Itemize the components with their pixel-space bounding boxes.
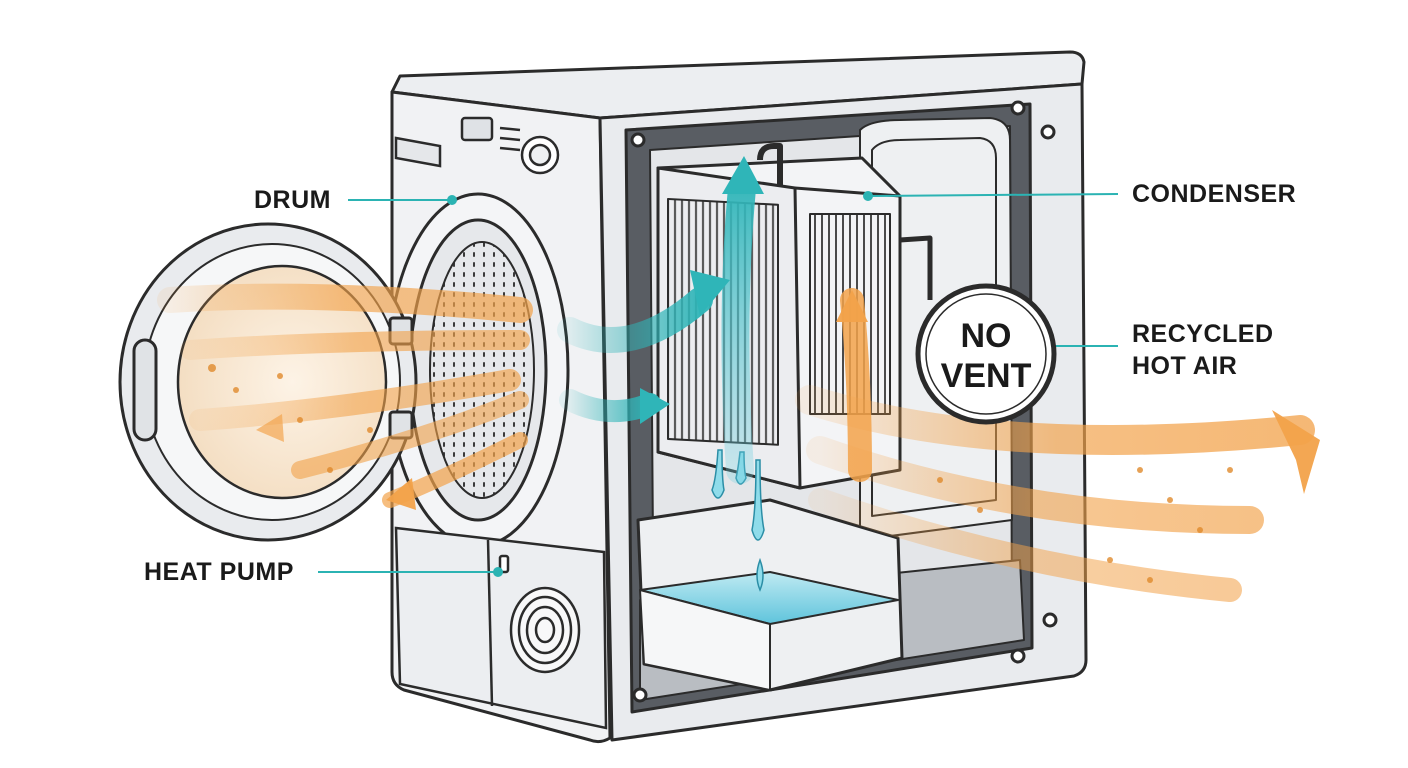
- no-vent-badge-text: NO VENT: [926, 316, 1046, 396]
- hot-air-arrowheads: [256, 290, 1320, 510]
- leader-lines: [318, 191, 1119, 577]
- water-tank-icon: [636, 498, 904, 692]
- screws: [630, 100, 1058, 703]
- label-recycled-hot-air-line-1: RECYCLED: [1132, 320, 1274, 348]
- lint-particles: [208, 364, 1233, 583]
- heat-pump-housing: [394, 526, 608, 730]
- door-icon: [118, 222, 418, 542]
- label-recycled-hot-air-line-2: HOT AIR: [1132, 352, 1238, 380]
- no-vent-badge: [915, 283, 1057, 425]
- label-drum: DRUM: [254, 186, 331, 214]
- control-display-icon: [460, 116, 494, 142]
- fan-grille-icon: [509, 586, 581, 674]
- label-heat-pump: HEAT PUMP: [144, 558, 294, 586]
- control-panel: [394, 116, 560, 175]
- no-vent-line-2: VENT: [940, 357, 1032, 395]
- no-vent-line-1: NO: [960, 317, 1012, 355]
- cool-air-arrowheads: [640, 156, 764, 424]
- hot-air-flow: [157, 283, 1315, 602]
- leader-line-condenser: [867, 193, 1119, 197]
- label-condenser: CONDENSER: [1132, 180, 1297, 208]
